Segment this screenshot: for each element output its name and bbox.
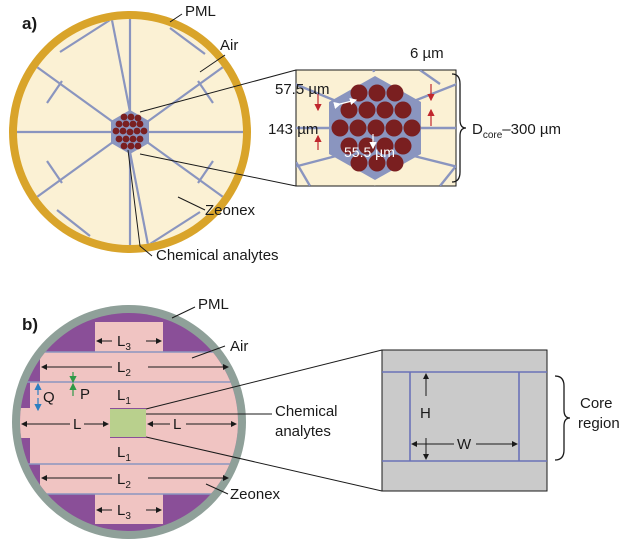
p-label: P [80, 386, 90, 403]
l3-top-main: L [117, 333, 125, 350]
pml-a-label: PML [185, 3, 216, 20]
zoom-box-b [381, 349, 548, 492]
air-a-leader [199, 54, 226, 73]
l2-top-main: L [117, 359, 125, 376]
l1-top-main: L [117, 387, 125, 404]
pml-b-leader [171, 306, 196, 319]
zoom-line-top-a [139, 69, 297, 113]
dim-57-label: 57.5 µm [275, 81, 330, 98]
dcore-sub: core [483, 130, 503, 141]
l1-bottom-main: L [117, 444, 125, 461]
pml-a-leader [169, 13, 183, 23]
core-region-line1: Core [580, 395, 613, 412]
l2-top-label: L2 [117, 359, 131, 379]
rods-a [112, 113, 148, 150]
chemical-b-line2: analytes [275, 423, 331, 440]
air-b-leader [191, 345, 226, 359]
zeonex-a-label: Zeonex [205, 202, 256, 219]
panel-b: b) [12, 296, 620, 539]
arrow-rod-spacing [333, 97, 358, 109]
l-left-label: L [73, 416, 81, 433]
panel-a-label: a) [22, 14, 37, 33]
analyte-b [110, 409, 146, 437]
h-label: H [420, 405, 431, 422]
core-region-line2: region [578, 415, 620, 432]
l3-top-label: L3 [117, 333, 131, 353]
dim-6-label: 6 µm [410, 45, 444, 62]
l2-top-sub: 2 [125, 368, 131, 379]
l1-bottom-label: L1 [117, 444, 131, 464]
q-label: Q [43, 389, 55, 406]
dcore-rest: –300 µm [502, 121, 561, 138]
dim-143-label: 143 µm [268, 121, 318, 138]
l1-bottom-sub: 1 [125, 453, 131, 464]
struts-a [17, 19, 243, 245]
w-label: W [457, 436, 472, 453]
zeonex-a-leader [177, 196, 206, 211]
l3-bottom-main: L [117, 502, 125, 519]
dcore-label: Dcore–300 µm [472, 121, 561, 141]
zoom-core-b [382, 371, 547, 462]
zoom-line-bottom-b [145, 436, 383, 492]
l2-bottom-label: L2 [117, 471, 131, 491]
chemical-a-label: Chemical analytes [156, 247, 279, 264]
chemical-b-line1: Chemical [275, 403, 338, 420]
l2-bottom-main: L [117, 471, 125, 488]
zeonex-b-leader [205, 483, 229, 495]
panel-a: a) [9, 3, 561, 264]
dim-555-label: 55.5 µm [344, 144, 395, 160]
zeonex-b-label: Zeonex [230, 486, 281, 503]
l1-top-label: L1 [117, 387, 131, 407]
l1-top-sub: 1 [125, 396, 131, 407]
pml-b-label: PML [198, 296, 229, 313]
l3-bottom-label: L3 [117, 502, 131, 522]
l2-bottom-sub: 2 [125, 480, 131, 491]
l-right-label: L [173, 416, 181, 433]
dcore-main: D [472, 121, 483, 138]
air-a-label: Air [220, 37, 238, 54]
dcore-brace [451, 73, 467, 183]
air-b-label: Air [230, 338, 248, 355]
zoom-line-bottom-a [139, 153, 297, 187]
panel-b-label: b) [22, 315, 38, 334]
zoom-content-a [296, 70, 456, 186]
core-brace [554, 375, 571, 461]
chem-a-leader [127, 149, 153, 257]
l3-top-sub: 3 [125, 342, 131, 353]
l3-bottom-sub: 3 [125, 511, 131, 522]
zoom-line-top-b [145, 349, 383, 410]
